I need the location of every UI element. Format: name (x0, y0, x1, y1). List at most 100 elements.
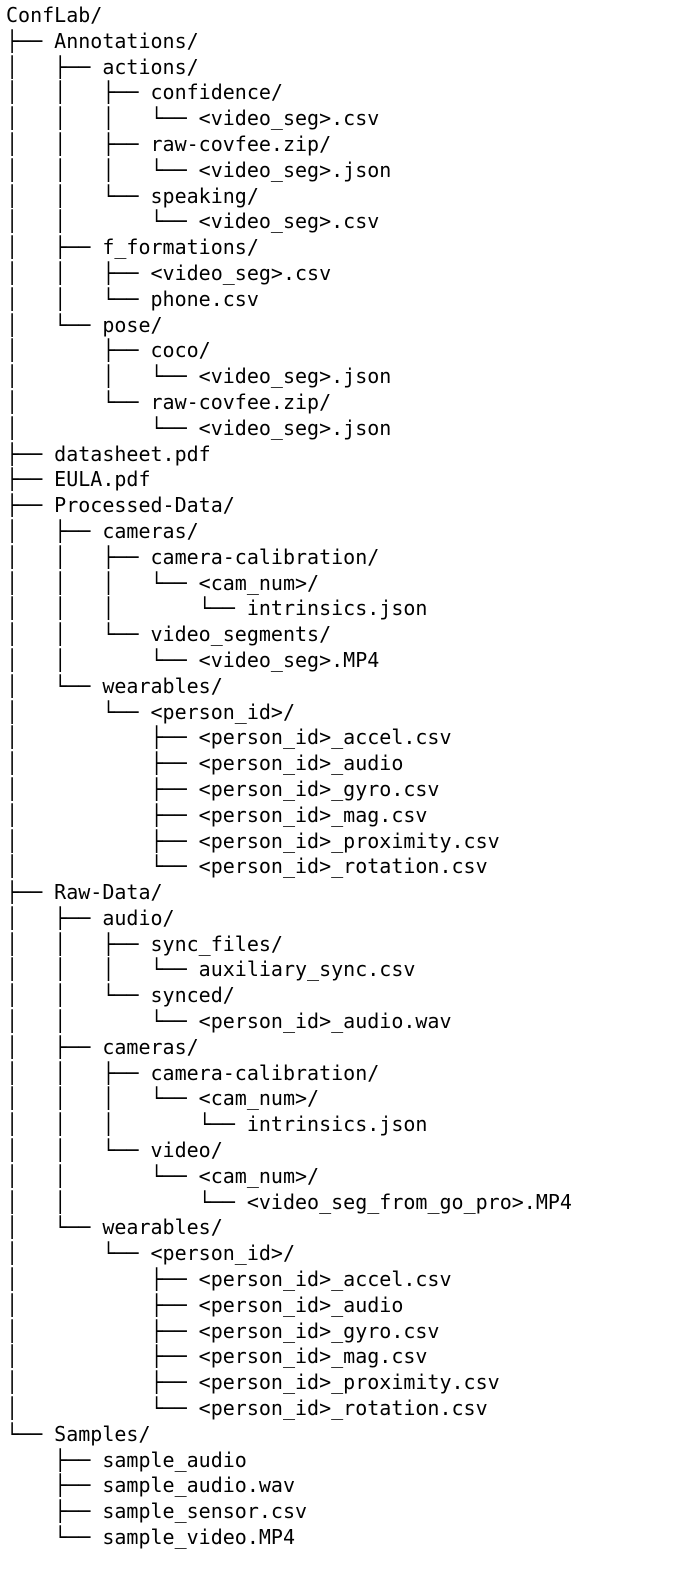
folder-name: <cam_num>/ (198, 1086, 320, 1111)
file-name: <person_id>_audio (198, 751, 404, 776)
tree-line: └── Samples/ (6, 1422, 572, 1448)
tree-line: │ ├── coco/ (6, 338, 572, 364)
tree-line: │ ├── f_formations/ (6, 235, 572, 261)
tree-line: ├── sample_audio (6, 1448, 572, 1474)
file-name: <person_id>_audio (198, 1292, 404, 1317)
tree-connector: │ └── (6, 415, 199, 440)
tree-connector: │ │ ├── (6, 931, 151, 956)
tree-connector: │ │ └── (6, 1009, 199, 1034)
tree-connector: │ ├── (6, 802, 199, 827)
tree-connector: │ └── (6, 312, 103, 337)
file-name: <person_id>_gyro.csv (198, 1318, 440, 1343)
tree-connector: │ └── (6, 699, 151, 724)
tree-connector: ├── (6, 880, 55, 905)
tree-line: │ ├── <person_id>_accel.csv (6, 725, 572, 751)
folder-name: Processed-Data/ (54, 493, 235, 518)
tree-connector: │ ├── (6, 1292, 199, 1317)
tree-connector: │ ├── (6, 725, 199, 750)
tree-connector: │ └── (6, 854, 199, 879)
tree-line: ├── sample_audio.wav (6, 1473, 572, 1499)
file-name: sample_sensor.csv (102, 1499, 308, 1524)
tree-line: │ │ └── <person_id>_audio.wav (6, 1009, 572, 1035)
tree-connector: │ │ ├── (6, 131, 151, 156)
tree-line: │ │ └── speaking/ (6, 184, 572, 210)
tree-connector: │ │ └── (6, 364, 199, 389)
folder-name: wearables/ (102, 673, 223, 698)
tree-line: │ └── <video_seg>.json (6, 416, 572, 442)
tree-connector: │ │ └── (6, 209, 199, 234)
tree-connector: │ │ │ └── (6, 570, 199, 595)
folder-name: <person_id>/ (150, 699, 296, 724)
tree-connector: │ │ ├── (6, 80, 151, 105)
tree-line: │ │ │ └── <cam_num>/ (6, 1086, 572, 1112)
tree-line: │ │ ├── <video_seg>.csv (6, 261, 572, 287)
tree-line: │ │ └── synced/ (6, 983, 572, 1009)
tree-line: │ │ ├── raw-covfee.zip/ (6, 132, 572, 158)
tree-line: │ │ │ └── <video_seg>.csv (6, 106, 572, 132)
tree-connector: │ │ ├── (6, 1060, 151, 1085)
tree-line: │ │ │ └── <video_seg>.json (6, 158, 572, 184)
tree-line: │ └── <person_id>_rotation.csv (6, 1396, 572, 1422)
tree-connector: │ │ └── (6, 1189, 247, 1214)
tree-line: │ └── wearables/ (6, 674, 572, 700)
tree-connector: │ └── (6, 1396, 199, 1421)
tree-line: │ │ ├── camera-calibration/ (6, 1061, 572, 1087)
folder-name: camera-calibration/ (150, 1060, 380, 1085)
file-name: auxiliary_sync.csv (198, 957, 416, 982)
folder-name: raw-covfee.zip/ (150, 389, 332, 414)
tree-line: │ ├── audio/ (6, 906, 572, 932)
file-name: sample_audio (102, 1447, 247, 1472)
file-name: <video_seg>.json (198, 415, 392, 440)
tree-connector: │ │ └── (6, 1138, 151, 1163)
file-name: <person_id>_gyro.csv (198, 776, 440, 801)
tree-connector: ├── (6, 1473, 103, 1498)
file-name: sample_audio.wav (102, 1473, 295, 1498)
tree-line: │ └── <person_id>_rotation.csv (6, 854, 572, 880)
tree-line: ├── sample_sensor.csv (6, 1499, 572, 1525)
tree-connector: ├── (6, 441, 55, 466)
tree-connector: │ │ └── (6, 983, 151, 1008)
tree-connector: │ ├── (6, 828, 199, 853)
tree-line: │ │ ├── confidence/ (6, 80, 572, 106)
file-name: <person_id>_proximity.csv (198, 828, 500, 853)
file-name: sample_video.MP4 (102, 1525, 295, 1550)
file-name: <video_seg>.json (198, 364, 392, 389)
tree-line: │ ├── <person_id>_mag.csv (6, 1344, 572, 1370)
tree-connector: │ │ │ └── (6, 106, 199, 131)
folder-name: ConfLab/ (6, 3, 103, 27)
tree-connector: │ │ └── (6, 286, 151, 311)
tree-connector: ├── (6, 28, 55, 53)
tree-line: │ ├── <person_id>_proximity.csv (6, 1370, 572, 1396)
tree-line: │ │ │ └── auxiliary_sync.csv (6, 957, 572, 983)
file-name: intrinsics.json (246, 1112, 428, 1137)
tree-connector: │ └── (6, 389, 151, 414)
tree-connector: ├── (6, 493, 55, 518)
tree-line: │ └── pose/ (6, 313, 572, 339)
tree-connector: │ ├── (6, 1034, 103, 1059)
tree-line: │ │ ├── camera-calibration/ (6, 545, 572, 571)
tree-line: │ │ └── <video_seg_from_go_pro>.MP4 (6, 1190, 572, 1216)
tree-connector: │ │ │ └── (6, 1086, 199, 1111)
tree-line: │ │ │ └── intrinsics.json (6, 1112, 572, 1138)
file-name: EULA.pdf (54, 467, 151, 492)
tree-connector: │ │ │ └── (6, 957, 199, 982)
tree-line: │ │ └── <video_seg>.json (6, 364, 572, 390)
file-name: <video_seg>.json (198, 157, 392, 182)
tree-connector: └── (6, 1525, 103, 1550)
tree-connector: │ │ └── (6, 647, 199, 672)
tree-connector: │ ├── (6, 1318, 199, 1343)
folder-name: actions/ (102, 54, 199, 79)
file-name: <video_seg>.MP4 (198, 647, 380, 672)
tree-connector: │ └── (6, 1241, 151, 1266)
tree-line: │ │ │ └── <cam_num>/ (6, 571, 572, 597)
tree-connector: │ ├── (6, 776, 199, 801)
file-name: <person_id>_mag.csv (198, 802, 428, 827)
tree-line: │ ├── <person_id>_gyro.csv (6, 1319, 572, 1345)
tree-connector: │ ├── (6, 518, 103, 543)
tree-connector: │ ├── (6, 1370, 199, 1395)
file-name: <video_seg>.csv (150, 260, 332, 285)
tree-line: │ └── <person_id>/ (6, 700, 572, 726)
folder-name: synced/ (150, 983, 235, 1008)
tree-connector: ├── (6, 1499, 103, 1524)
tree-connector: │ │ │ └── (6, 596, 247, 621)
